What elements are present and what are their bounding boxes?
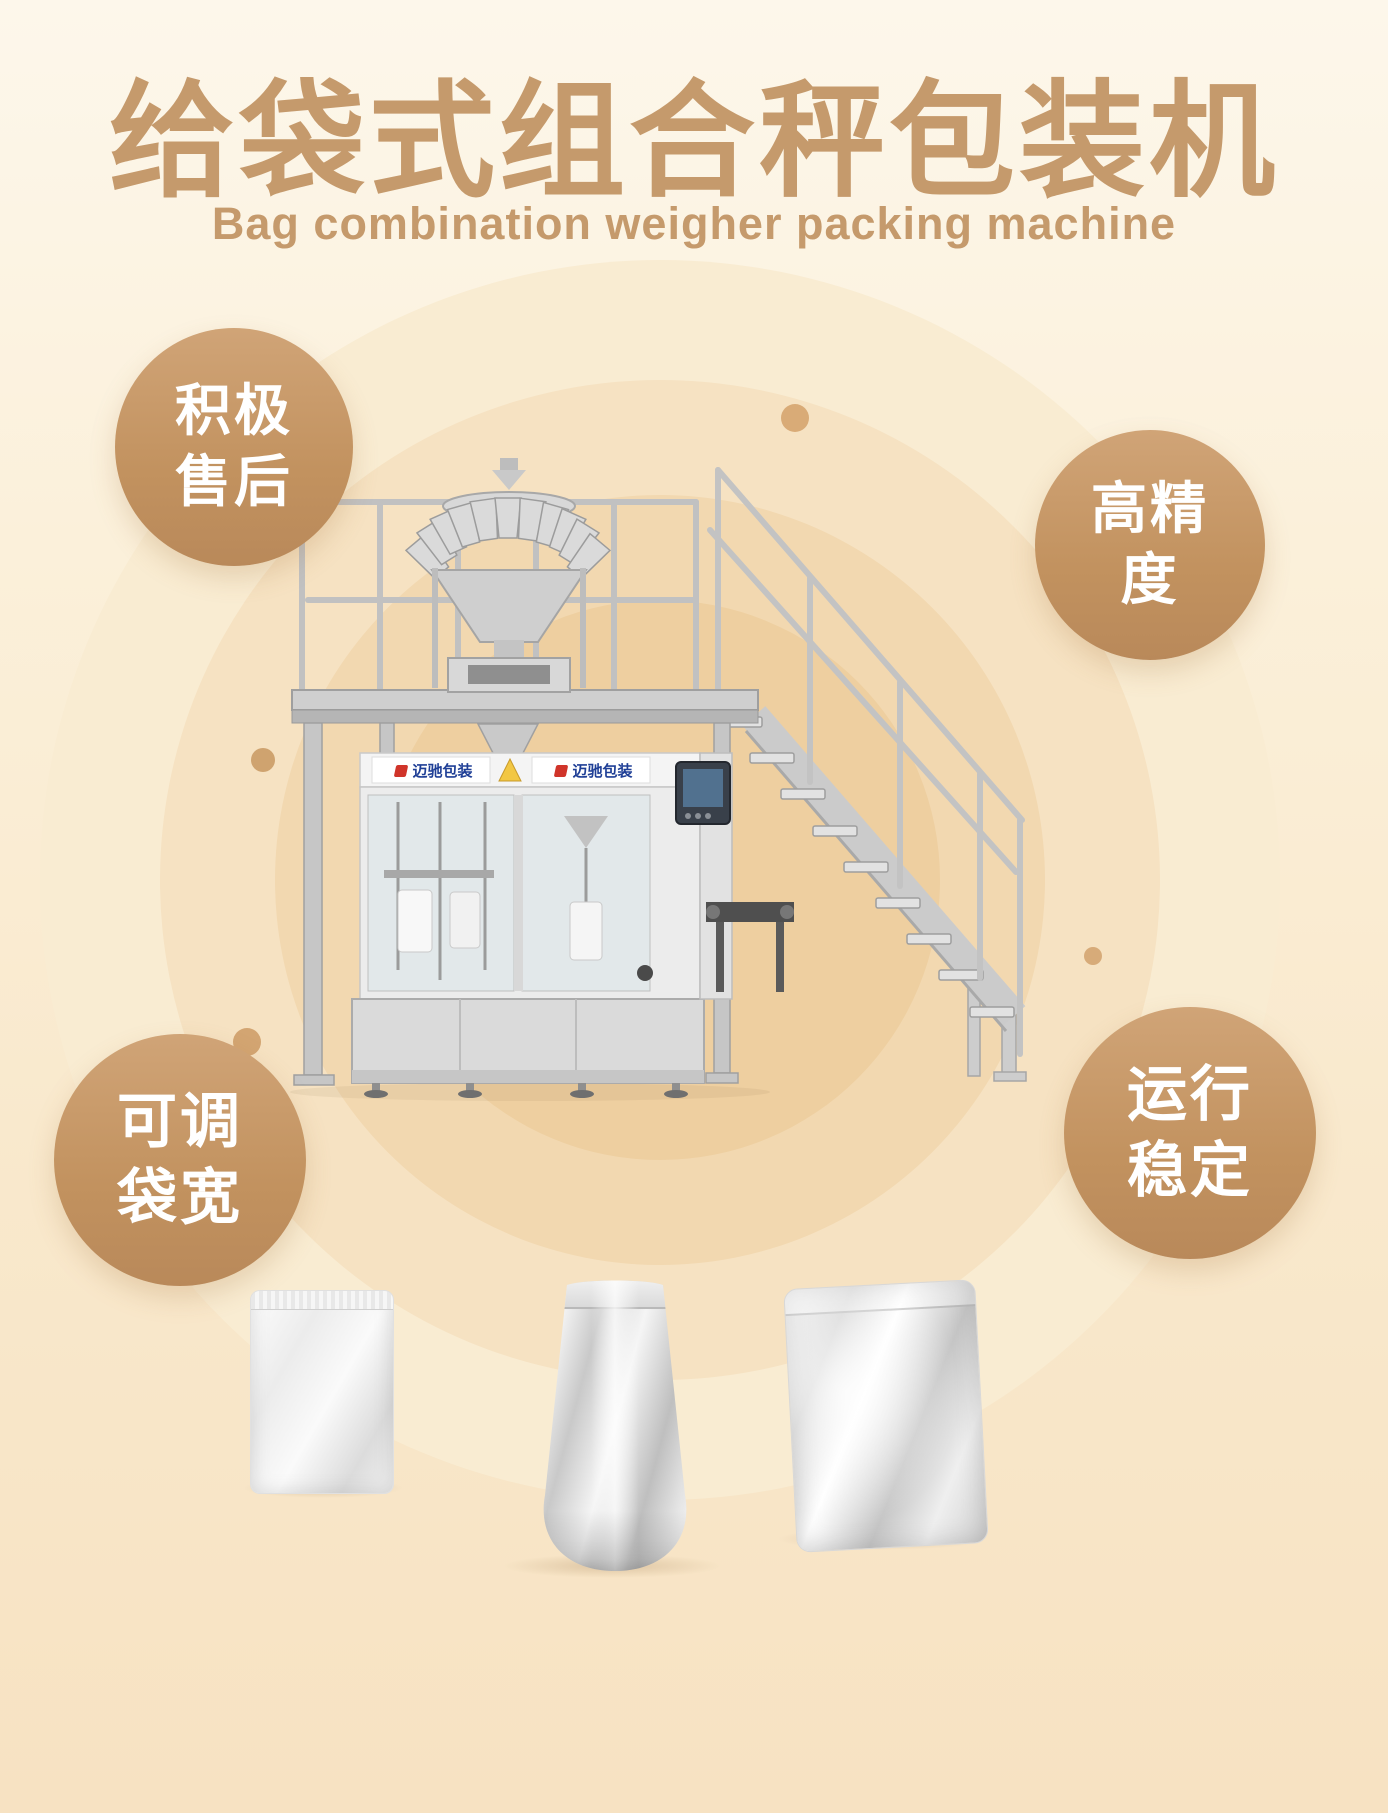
hmi-control-panel <box>675 752 733 1000</box>
brand-name: 迈驰包装 <box>572 763 633 780</box>
work-platform <box>291 689 759 724</box>
page-subtitle: Bag combination weigher packing machine <box>211 198 1177 249</box>
machine-knob <box>637 965 653 981</box>
pouch-in-machine <box>449 891 481 949</box>
weigher-hoppers <box>404 497 612 580</box>
badge-line: 稳定 <box>1127 1137 1253 1204</box>
brand-logo-icon <box>554 764 569 777</box>
machine-illustration <box>290 458 1027 1101</box>
machine-photo <box>280 450 1042 1102</box>
badge-line: 袋宽 <box>117 1164 243 1231</box>
machine-shadow <box>290 1083 770 1101</box>
bag-highlight <box>591 1277 639 1575</box>
warning-sticker <box>498 757 522 782</box>
badge-line: 运行 <box>1127 1061 1253 1129</box>
brand-name: 迈驰包装 <box>412 763 473 780</box>
pouch-in-machine <box>569 901 603 961</box>
multihead-weigher <box>404 458 612 693</box>
badge-line: 售后 <box>175 450 293 513</box>
packing-machine-body <box>351 752 705 1098</box>
decor-dot <box>781 404 809 432</box>
feature-badge-after-sales: 积极 售后 <box>115 328 353 566</box>
feature-badge-adjustable-bag-width: 可调 袋宽 <box>54 1034 306 1286</box>
badge-line: 高精 <box>1091 477 1209 541</box>
badge-line: 可调 <box>117 1088 243 1156</box>
bag-flat-pouch <box>783 1279 989 1553</box>
bag-highlight <box>784 1280 988 1552</box>
feature-badge-high-precision: 高精 度 <box>1035 430 1265 660</box>
feed-funnel <box>476 723 540 756</box>
bag-flat-sachet <box>250 1290 394 1494</box>
stair-handrail <box>707 467 1025 1057</box>
pouch-in-machine <box>397 889 433 953</box>
brand-plate: 迈驰包装 <box>535 757 653 784</box>
bag-top-seal <box>251 1291 393 1310</box>
badge-line: 积极 <box>175 379 293 443</box>
output-conveyor <box>706 902 794 992</box>
brand-logo-icon <box>394 764 409 777</box>
decor-dot <box>1084 947 1102 965</box>
brand-plate: 迈驰包装 <box>375 757 493 784</box>
decor-dot <box>251 748 275 772</box>
badge-line: 度 <box>1120 548 1180 611</box>
feature-badge-stable-operation: 运行 稳定 <box>1064 1007 1316 1259</box>
page-title: 给袋式组合秤包装机 <box>109 71 1279 212</box>
